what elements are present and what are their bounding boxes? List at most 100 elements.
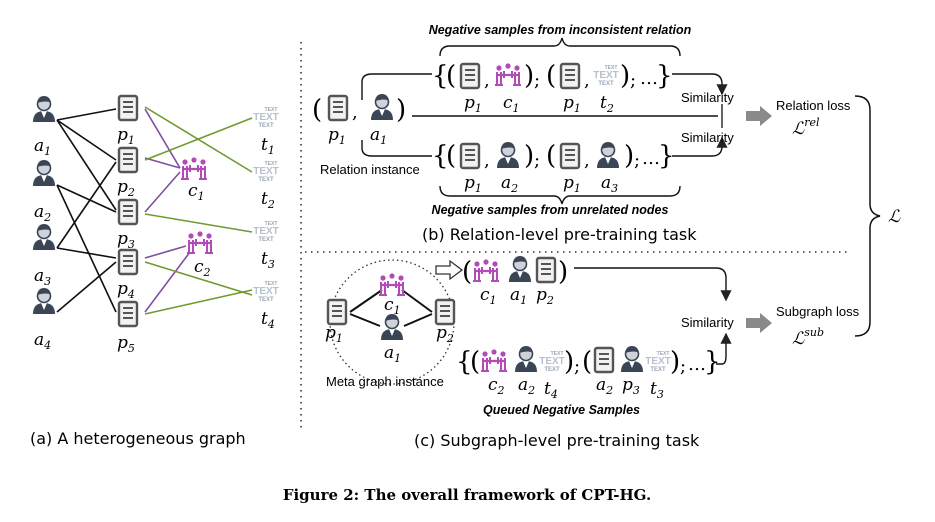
loss-arrow	[746, 313, 772, 333]
relation-level-panel: Negative samples from inconsistent relat…	[312, 23, 851, 244]
node-label: t4	[261, 309, 275, 331]
svg-text:t4: t4	[544, 379, 558, 401]
svg-text:a1: a1	[510, 285, 527, 307]
positive-subgraph: ( ) c1 a1 p2	[462, 255, 568, 307]
author-node-1: a1	[32, 95, 56, 158]
node-label: t2	[261, 189, 275, 211]
document-icon	[559, 62, 581, 90]
panel-a-caption: (a) A heterogeneous graph	[30, 429, 246, 448]
svg-text:,: ,	[484, 70, 490, 91]
author-node-4: a4	[32, 287, 56, 352]
heterogeneous-graph-panel: a1 a2 a3 a4 p1 p2 p3 p4 p5 c1 c2 t1 t2	[30, 94, 279, 448]
author-icon	[32, 287, 56, 315]
svg-text:(: (	[446, 141, 456, 171]
subgraph-loss-symbol: ℒsub	[792, 326, 824, 349]
document-icon	[593, 346, 615, 374]
subgraph-level-panel: p1 c1 a1 p2 Meta graph instance ( ) c1 a…	[325, 255, 860, 450]
svg-text:(: (	[462, 257, 472, 287]
svg-text:): )	[620, 61, 630, 91]
document-icon	[434, 298, 456, 326]
svg-text:,: ,	[584, 150, 590, 171]
svg-text:}: }	[656, 61, 673, 91]
svg-text:}: }	[704, 347, 721, 377]
relation-instance: ( , ) p1 a1 Relation instance	[312, 93, 420, 177]
svg-text:c1: c1	[503, 93, 520, 115]
term-icon	[253, 107, 279, 129]
author-icon	[508, 255, 532, 283]
node-label: a2	[34, 202, 51, 224]
open-brace: {	[432, 61, 449, 91]
svg-text:;: ;	[634, 150, 640, 171]
node-label: a1	[34, 136, 51, 158]
svg-text:p1: p1	[464, 173, 482, 195]
svg-text:): )	[524, 141, 534, 171]
svg-text:,: ,	[584, 70, 590, 91]
author-icon	[380, 313, 404, 341]
svg-text:…: …	[688, 354, 706, 375]
term-icon	[253, 221, 279, 243]
svg-text:,: ,	[352, 102, 358, 123]
svg-text:p1: p1	[563, 93, 581, 115]
conference-icon	[185, 230, 215, 255]
svg-text:}: }	[658, 141, 675, 171]
term-node-4: t4	[253, 281, 279, 331]
svg-text:): )	[564, 347, 574, 377]
svg-text:p1: p1	[563, 173, 581, 195]
top-brace	[439, 37, 681, 57]
term-node-2: t2	[253, 161, 279, 211]
conference-icon	[479, 348, 509, 373]
svg-text:): )	[396, 95, 406, 125]
subgraph-loss-label: Subgraph loss	[776, 304, 860, 319]
document-icon	[117, 300, 139, 328]
meta-graph-label: Meta graph instance	[326, 374, 444, 389]
relation-loss-label: Relation loss	[776, 98, 851, 113]
svg-text:(: (	[546, 61, 556, 91]
term-icon	[253, 161, 279, 183]
neg-inconsistent-title: Negative samples from inconsistent relat…	[429, 23, 692, 37]
svg-text:): )	[558, 257, 568, 287]
paper-node-1: p1	[117, 94, 139, 147]
figure-caption: Figure 2: The overall framework of CPT-H…	[283, 486, 651, 504]
author-icon	[32, 95, 56, 123]
svg-text:;: ;	[680, 356, 686, 377]
svg-text:c2: c2	[488, 375, 505, 397]
paper-node-2: p2	[117, 146, 139, 199]
neg-inconsistent-group: { ( , ) ; ( , ) ; … } p1 c1 p1 t2	[432, 61, 673, 115]
document-icon	[327, 94, 349, 122]
similarity-top: Similarity	[681, 90, 734, 105]
svg-text:p2: p2	[436, 323, 454, 345]
document-icon	[535, 256, 557, 284]
svg-text:t2: t2	[600, 93, 614, 115]
document-icon	[117, 146, 139, 174]
svg-text:a2: a2	[518, 375, 535, 397]
paper-node-4: p4	[117, 248, 139, 301]
svg-text:a3: a3	[601, 173, 618, 195]
node-label: c1	[188, 181, 205, 203]
node-label: t3	[261, 249, 275, 271]
node-label: p1	[117, 125, 135, 147]
term-node-3: t3	[253, 221, 279, 271]
hollow-arrow	[435, 259, 464, 281]
term-icon	[539, 351, 565, 373]
svg-text:{: {	[456, 347, 473, 377]
conference-node-2: c2	[185, 230, 215, 279]
author-icon	[32, 159, 56, 187]
document-icon	[117, 94, 139, 122]
svg-text:p3: p3	[622, 375, 640, 397]
svg-text:(: (	[446, 61, 456, 91]
author-icon	[496, 141, 520, 169]
node-label: c2	[194, 257, 211, 279]
node-label: t1	[261, 135, 275, 157]
relation-loss-symbol: ℒrel	[792, 116, 820, 139]
svg-text:(: (	[312, 95, 322, 125]
svg-text:p2: p2	[536, 285, 554, 307]
svg-text:;: ;	[534, 70, 540, 91]
author-icon	[514, 345, 538, 373]
svg-text:p1: p1	[328, 125, 346, 147]
svg-text:p1: p1	[325, 323, 343, 345]
svg-text:;: ;	[630, 70, 636, 91]
neg-unrelated-title: Negative samples from unrelated nodes	[432, 203, 669, 217]
document-icon	[326, 298, 348, 326]
similarity-bottom: Similarity	[681, 130, 734, 145]
svg-text:t3: t3	[650, 379, 664, 401]
